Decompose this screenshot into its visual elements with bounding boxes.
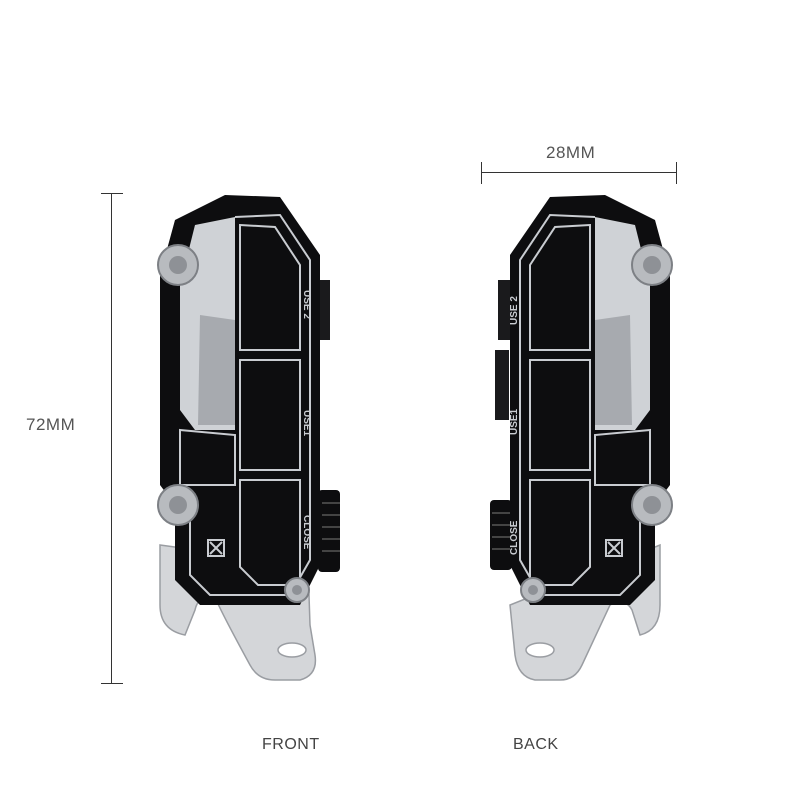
height-label: 72MM [26, 415, 76, 434]
front-engrave-use2: USE 2 [301, 290, 312, 319]
height-dimension-cap-bottom [101, 683, 123, 684]
back-engrave-close: CLOSE [509, 520, 520, 555]
front-engrave-use1: USE1 [301, 410, 312, 437]
back-tool-image: USE 2 USE1 CLOSE [490, 195, 673, 681]
front-caption: FRONT [262, 736, 320, 753]
screw-icon [157, 244, 310, 603]
screw-icon [520, 244, 673, 603]
back-engrave-use1: USE1 [509, 408, 520, 435]
front-engrave-close: CLOSE [301, 515, 312, 550]
height-dimension-cap-top [101, 193, 123, 194]
height-dimension-line [111, 193, 112, 683]
width-dimension-cap-left [481, 162, 482, 184]
front-tool-image: USE 2 USE1 CLOSE [157, 195, 340, 681]
width-label: 28MM [546, 143, 596, 162]
back-caption: BACK [513, 736, 559, 753]
back-engrave-use2: USE 2 [509, 296, 520, 325]
width-dimension-line [481, 172, 677, 173]
width-dimension-cap-right [676, 162, 677, 184]
